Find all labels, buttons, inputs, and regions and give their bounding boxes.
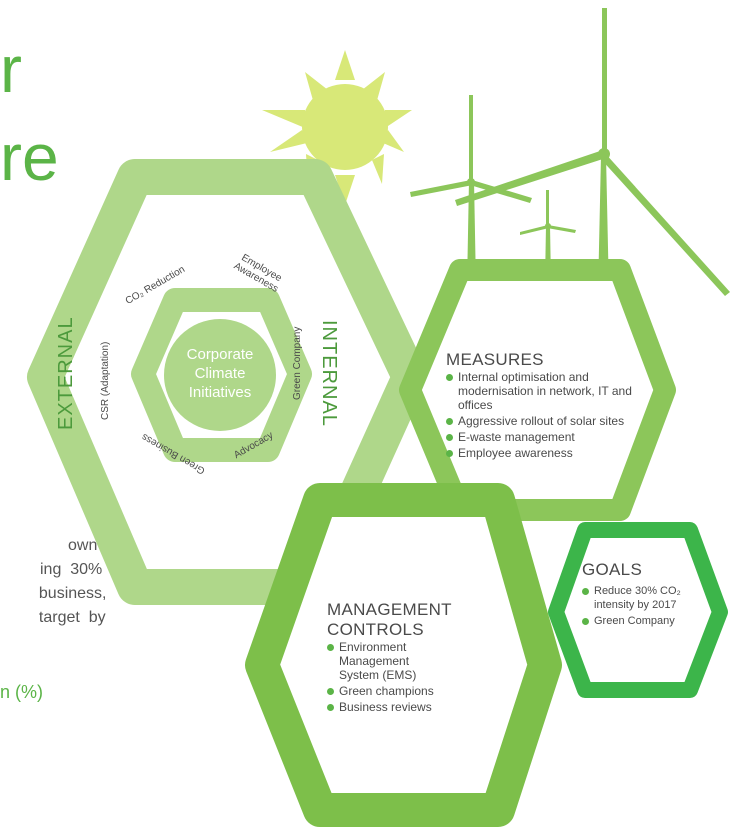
management-card: MANAGEMENT CONTROLS Environment Manageme…	[327, 600, 482, 716]
list-item: Green Company	[582, 614, 694, 628]
heading-line-2: re	[0, 120, 59, 194]
list-item: Business reviews	[327, 700, 482, 714]
chart-caption: n (%)	[0, 682, 44, 702]
center-label-line: Corporate	[186, 346, 254, 363]
list-item: E-waste management	[446, 430, 636, 444]
goals-card: GOALS Reduce 30% CO₂ intensity by 2017 G…	[582, 560, 694, 630]
list-item: Aggressive rollout of solar sites	[446, 414, 636, 428]
center-label-line: Initiatives	[188, 384, 252, 401]
external-label: EXTERNAL	[55, 316, 77, 430]
body-line: own	[68, 537, 98, 554]
list-item: Internal optimisation and modernisation …	[446, 370, 636, 412]
heading-line-1: r	[0, 32, 22, 106]
center-label-line: Climate	[194, 365, 246, 382]
measures-card: MEASURES Internal optimisation and moder…	[446, 350, 636, 462]
management-title-line-2: CONTROLS	[327, 620, 424, 639]
management-hexagon	[245, 483, 562, 827]
goals-hexagon	[548, 522, 728, 698]
list-item: Green champions	[327, 684, 482, 698]
center-label: Corporate Climate Initiatives	[164, 345, 276, 402]
ring-green-company: Green Company	[292, 326, 303, 400]
sun-icon	[262, 50, 412, 205]
management-list: Environment Management System (EMS) Gree…	[327, 640, 482, 714]
list-item: Environment Management System (EMS)	[327, 640, 449, 682]
measures-hexagon	[399, 259, 676, 521]
internal-label: INTERNAL	[318, 320, 340, 427]
body-line: target by	[30, 609, 106, 626]
center-circle	[164, 319, 276, 431]
list-item: Employee awareness	[446, 446, 636, 460]
goals-list: Reduce 30% CO₂ intensity by 2017 Green C…	[582, 584, 694, 628]
list-item: Reduce 30% CO₂ intensity by 2017	[582, 584, 694, 612]
body-text: own ing 30% business, target by	[0, 534, 140, 630]
goals-title: GOALS	[582, 560, 643, 579]
management-title-line-1: MANAGEMENT	[327, 600, 452, 619]
body-line: business,	[30, 585, 107, 602]
ring-csr: CSR (Adaptation)	[100, 341, 111, 420]
measures-list: Internal optimisation and modernisation …	[446, 370, 636, 460]
body-line: ing 30%	[40, 561, 103, 578]
measures-title: MEASURES	[446, 350, 544, 369]
center-hexagon	[131, 288, 312, 462]
